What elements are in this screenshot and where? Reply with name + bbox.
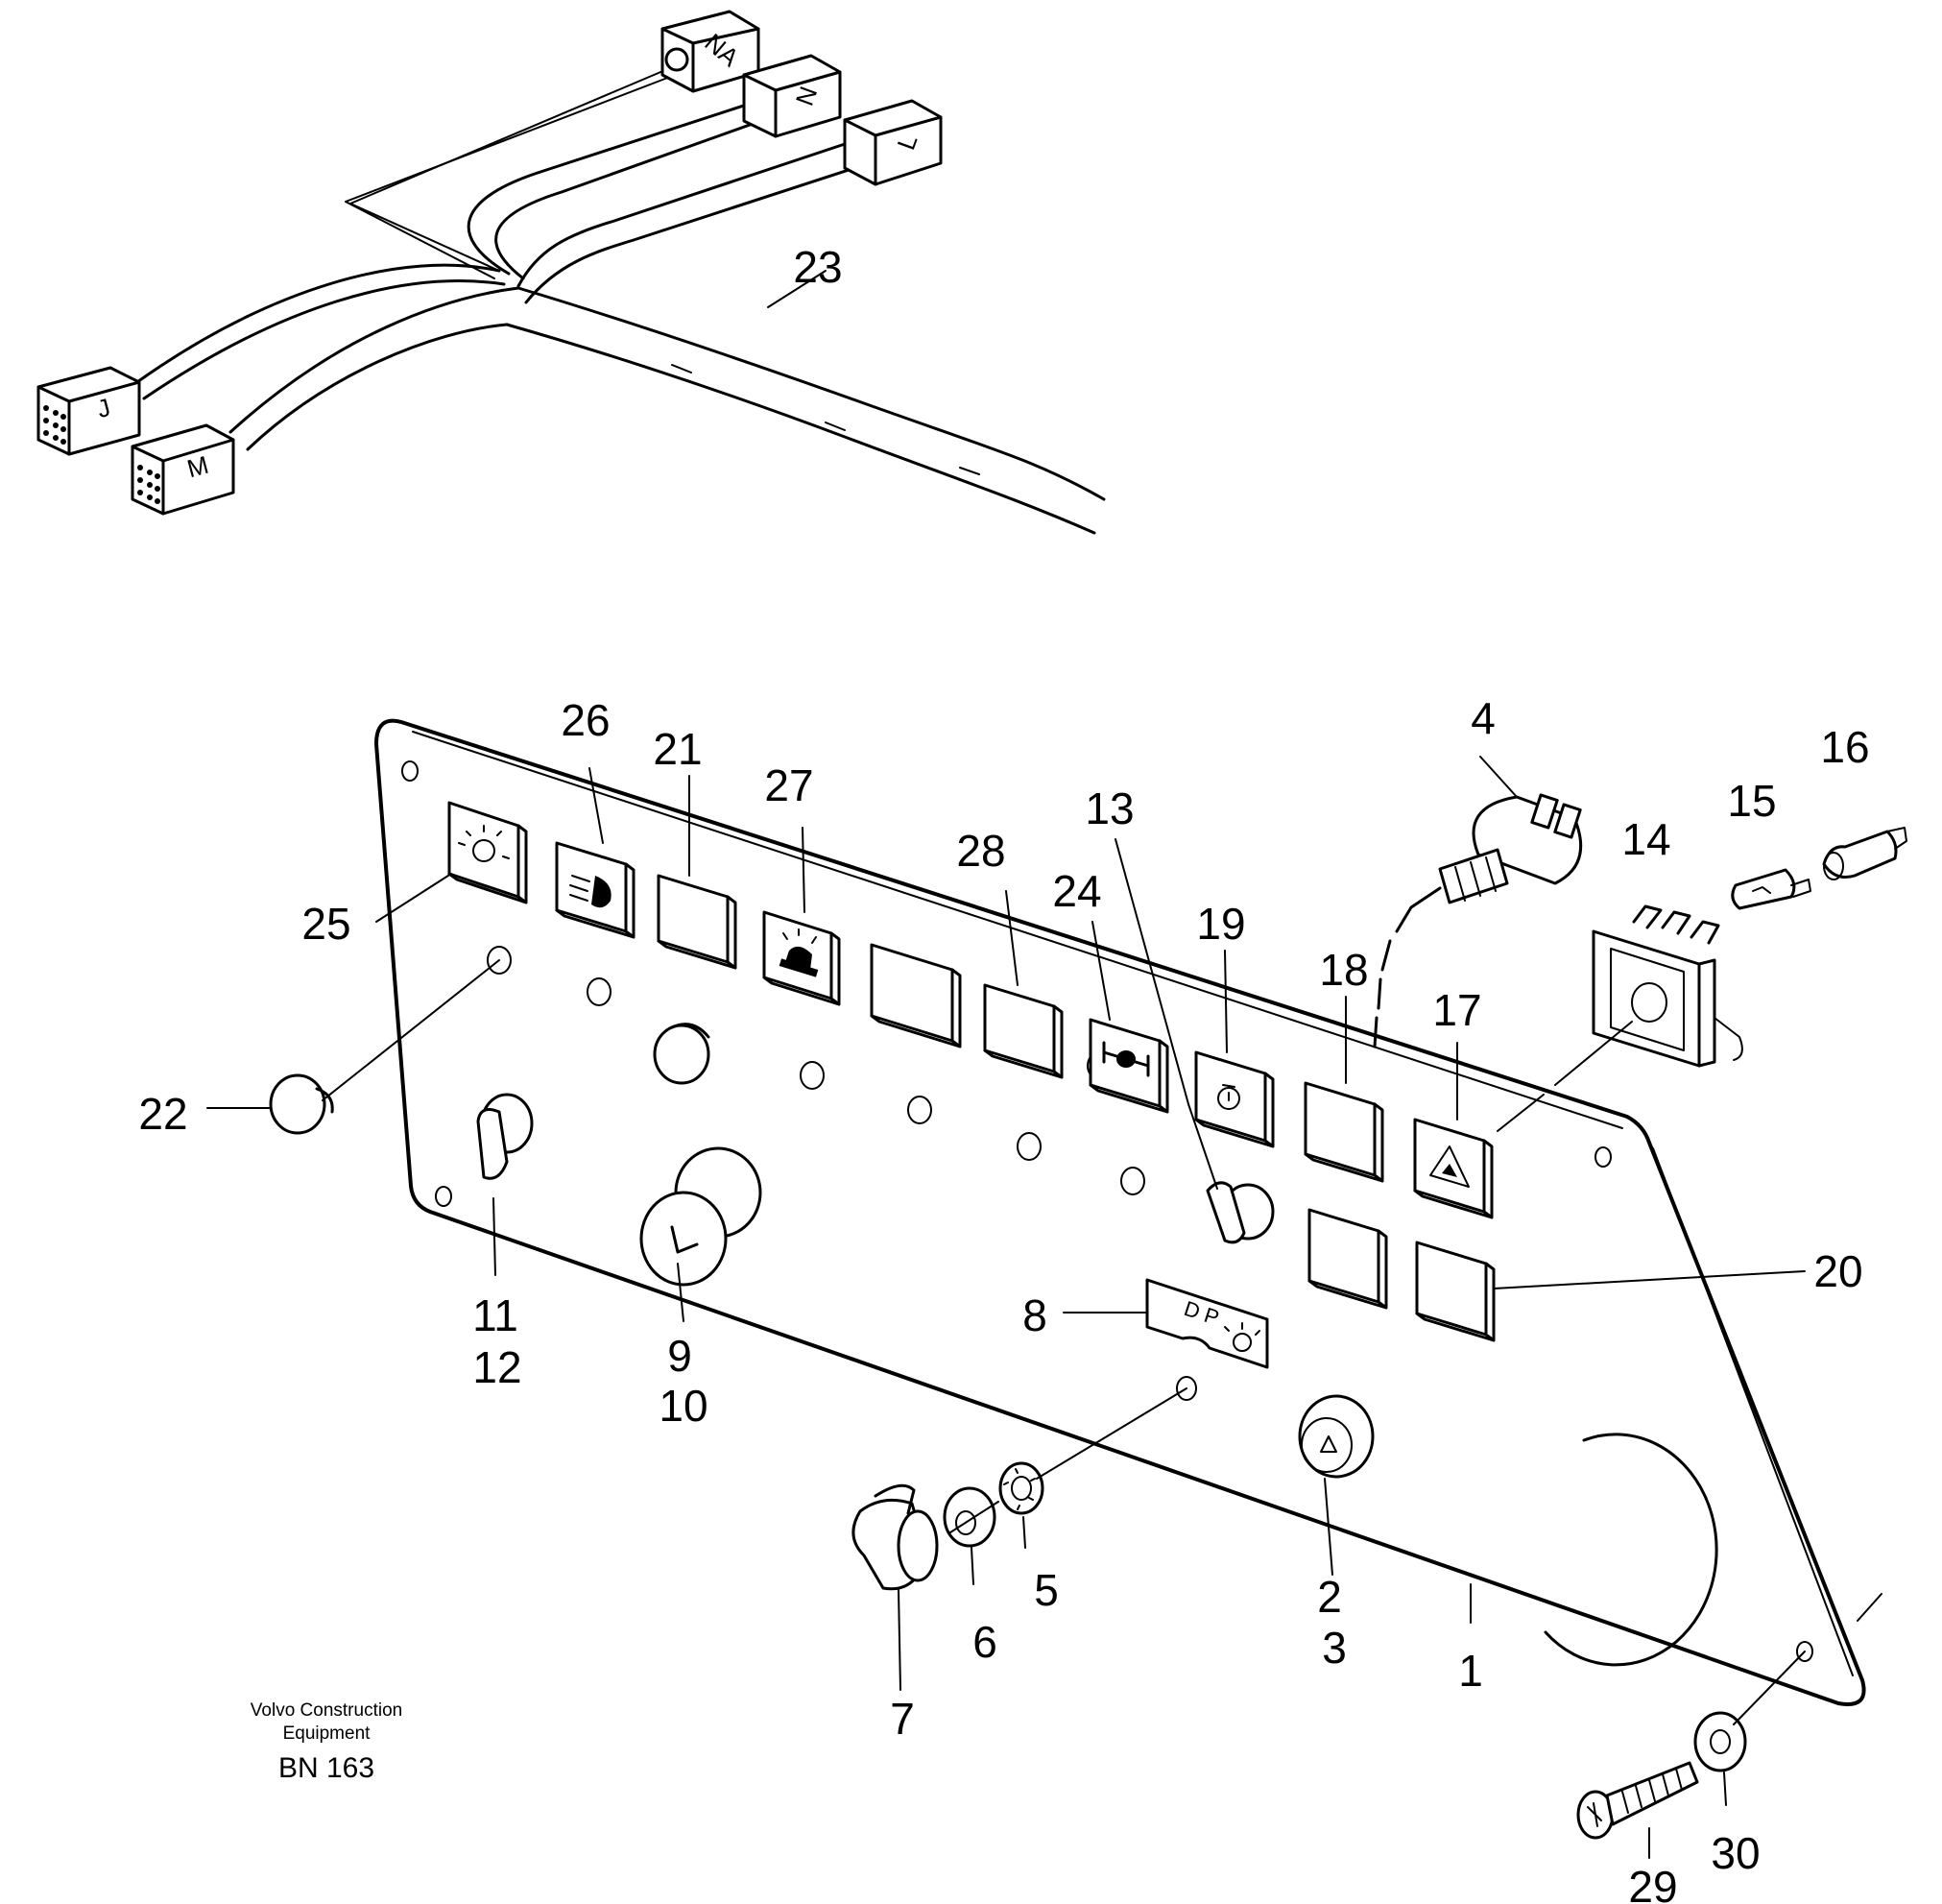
- switch-28: [983, 983, 1064, 1079]
- callout-5: 5: [1034, 1565, 1059, 1615]
- axle-lock-icon: [1102, 1041, 1150, 1077]
- part-14-lamp-holder: [1497, 904, 1743, 1132]
- callout-9: 9: [667, 1331, 692, 1381]
- caption-line-2: Equipment: [282, 1723, 371, 1744]
- label-plate-8: D P: [1145, 1278, 1269, 1369]
- callout-20: 20: [1813, 1246, 1862, 1296]
- callout-labels: 1 2 3 4 5 6 7 8 9 10 11 12 13 14 15 16 1…: [138, 242, 1869, 1904]
- callout-1: 1: [1458, 1646, 1483, 1696]
- switch-17: [1413, 1118, 1494, 1219]
- callout-18: 18: [1319, 945, 1368, 995]
- switch-21: [657, 874, 737, 970]
- hazard-warning-icon: [1429, 1145, 1470, 1188]
- callout-4: 4: [1471, 693, 1496, 743]
- connector-l: L: [843, 99, 943, 186]
- horn-button-2: [1298, 1394, 1375, 1479]
- switch-25: [447, 801, 528, 904]
- callout-19: 19: [1196, 899, 1245, 949]
- connector-n: N: [742, 54, 842, 138]
- work-light-icon: [458, 825, 510, 862]
- callout-26: 26: [561, 695, 610, 745]
- caption-code: BN 163: [277, 1752, 375, 1784]
- callout-15: 15: [1727, 776, 1776, 826]
- callout-11: 11: [472, 1290, 518, 1340]
- part-16-socket: [1822, 827, 1907, 880]
- part-30-washer: [1693, 1651, 1806, 1772]
- lever-13: [1206, 1181, 1275, 1244]
- switch-27: [762, 910, 841, 1006]
- callout-6: 6: [972, 1617, 997, 1667]
- indicator-lamp: [653, 1023, 710, 1085]
- switch-19: [1194, 1050, 1275, 1148]
- callout-3: 3: [1322, 1623, 1347, 1673]
- switch-20-right: [1415, 1241, 1496, 1342]
- wiring-harness: J M NA: [36, 10, 1106, 535]
- callout-27: 27: [764, 760, 813, 810]
- horn-icon: [1320, 1435, 1337, 1453]
- callout-24: 24: [1052, 866, 1101, 916]
- part-4-switch: [1373, 793, 1583, 1048]
- callout-16: 16: [1820, 722, 1869, 772]
- connector-na: NA: [660, 10, 760, 93]
- callout-29: 29: [1628, 1862, 1677, 1904]
- rotating-beacon-icon: [779, 928, 819, 977]
- connector-m: M: [131, 423, 235, 516]
- callout-12: 12: [472, 1342, 521, 1392]
- headlight-icon: [569, 875, 611, 908]
- part-15-bulb: [1731, 868, 1811, 910]
- callout-17: 17: [1432, 985, 1481, 1035]
- callout-10: 10: [659, 1381, 707, 1431]
- mounting-holes: [401, 760, 1813, 1662]
- leader-lines: [206, 270, 1806, 1859]
- part-29-screw: [1576, 1761, 1699, 1840]
- caption-line-1: Volvo Construction: [250, 1700, 403, 1721]
- callout-28: 28: [956, 826, 1005, 876]
- toggle-switch-11: [476, 1093, 534, 1180]
- callout-14: 14: [1621, 814, 1670, 864]
- callout-7: 7: [890, 1694, 915, 1744]
- switch-20-left: [1307, 1208, 1388, 1310]
- switch-18: [1304, 1081, 1384, 1183]
- part-7-knob: [851, 1483, 939, 1591]
- callout-2: 2: [1317, 1572, 1342, 1622]
- callout-30: 30: [1711, 1828, 1760, 1878]
- connector-j: J: [36, 366, 141, 456]
- caption-block: Volvo Construction Equipment BN 163: [221, 1699, 432, 1790]
- engine-preheat-icon: [1217, 1084, 1240, 1110]
- part-5-washer: [949, 1387, 1187, 1533]
- callout-22: 22: [138, 1089, 187, 1139]
- part-22-button: [269, 959, 500, 1135]
- callout-13: 13: [1085, 783, 1134, 833]
- switch-blank-large: [870, 943, 962, 1048]
- part-6-nut: [943, 1486, 996, 1548]
- instrument-panel: D P: [374, 718, 1882, 1706]
- switch-26: [555, 841, 635, 939]
- switch-24: [1089, 1018, 1169, 1114]
- ignition-key-icon: [670, 1225, 699, 1254]
- callout-21: 21: [653, 724, 702, 774]
- callout-25: 25: [301, 899, 350, 949]
- gauge-cutout: [1544, 1433, 1718, 1667]
- callout-23: 23: [793, 242, 842, 292]
- ignition-switch-9: [639, 1146, 762, 1287]
- panel-holes: [487, 946, 1197, 1401]
- callout-8: 8: [1022, 1290, 1047, 1340]
